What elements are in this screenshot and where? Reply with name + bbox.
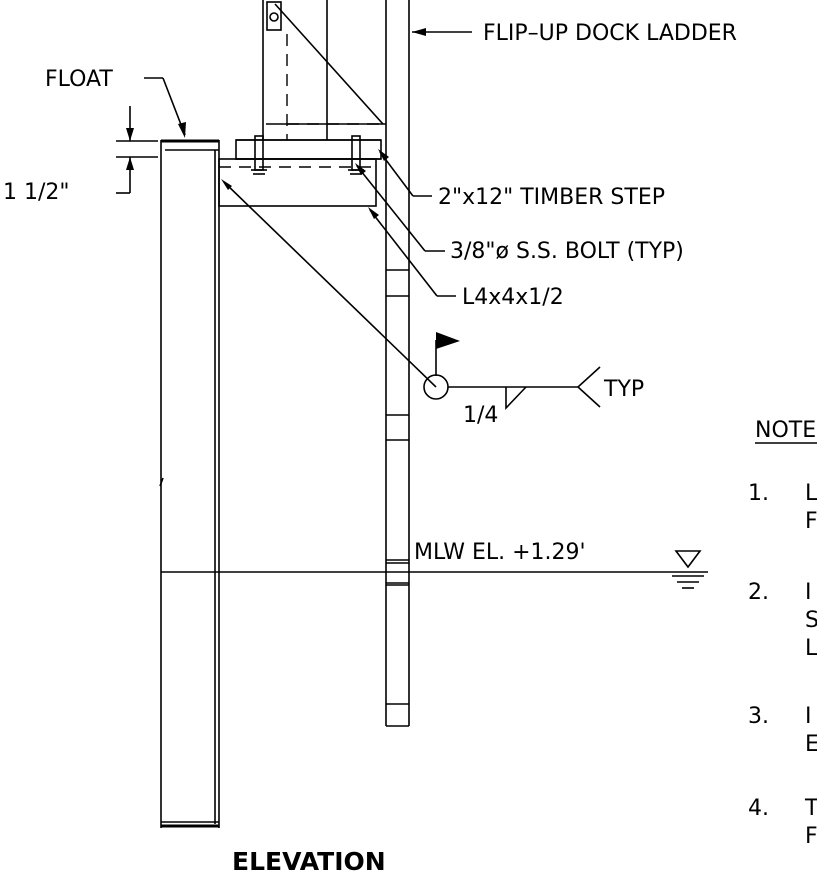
bolt-label: 3/8"ø S.S. BOLT (TYP) <box>450 239 684 264</box>
timber-step-label: 2"x12" TIMBER STEP <box>438 185 665 210</box>
hinge-bracket <box>262 0 386 140</box>
mlw-waterline <box>161 562 708 584</box>
mlw-label: MLW EL. +1.29' <box>414 540 586 565</box>
note-number: 2. <box>748 580 769 605</box>
leader-bolt <box>355 163 445 252</box>
dimension-marker <box>116 106 158 194</box>
steel-angle <box>218 158 377 207</box>
note-line: F <box>805 509 817 534</box>
leader-timber-step <box>378 149 432 197</box>
bolt-left <box>251 135 267 175</box>
weld-tail-label: TYP <box>603 377 644 402</box>
note-line: I <box>805 704 812 729</box>
ladder-label: FLIP–UP DOCK LADDER <box>483 21 737 46</box>
view-title: ELEVATION <box>232 847 386 876</box>
leader-angle <box>368 207 456 297</box>
note-line: L <box>805 636 817 661</box>
note-number: 4. <box>748 796 769 821</box>
float-body <box>159 139 220 828</box>
notes-heading: NOTE <box>755 418 816 443</box>
note-line: S <box>805 608 817 633</box>
note-line: T <box>804 796 817 821</box>
notes-block: NOTE 1. L F 2. I S L 3. I E 4. T F <box>748 418 817 849</box>
note-line: F <box>805 824 817 849</box>
ladder-rail <box>385 0 410 727</box>
leader-ladder <box>412 28 472 36</box>
angle-label: L4x4x1/2 <box>462 285 564 310</box>
leader-float <box>144 77 186 138</box>
note-line: I <box>805 580 812 605</box>
weld-symbol <box>221 179 601 410</box>
water-level-icon <box>672 550 704 589</box>
float-label: FLOAT <box>45 67 113 92</box>
note-line: E <box>805 732 817 757</box>
dimension-label: 1 1/2" <box>3 180 70 205</box>
note-line: L <box>805 481 817 506</box>
note-number: 1. <box>748 481 769 506</box>
weld-size-label: 1/4 <box>463 403 498 428</box>
note-number: 3. <box>748 704 769 729</box>
